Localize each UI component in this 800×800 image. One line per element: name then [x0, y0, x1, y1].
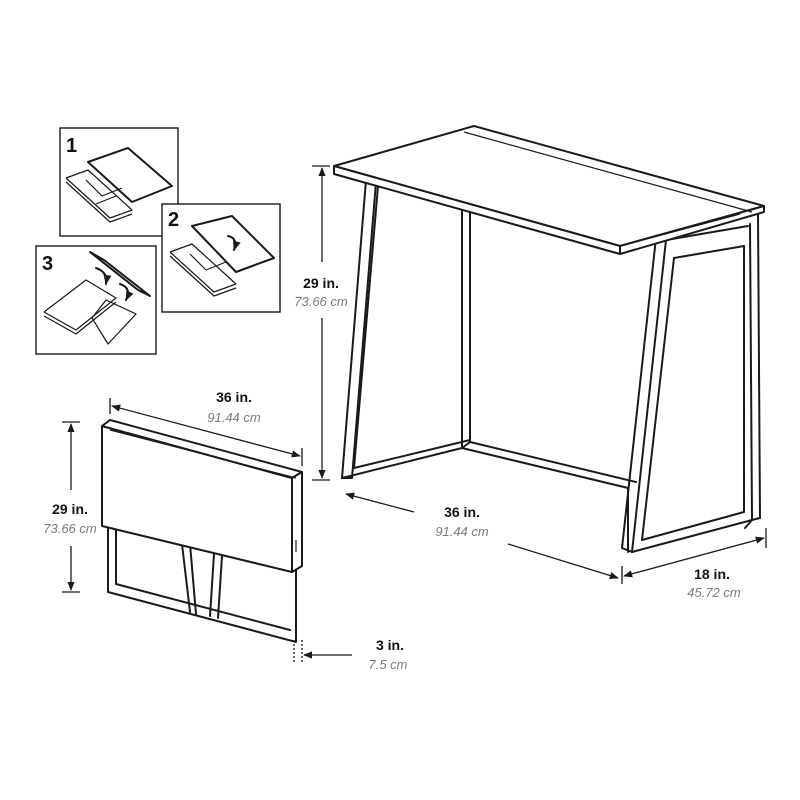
step-2-number: 2 [168, 209, 179, 231]
desk-depth-dimension-line [621, 528, 767, 584]
desk-height-dimension-line [312, 165, 330, 481]
step-3-frame [35, 245, 157, 355]
step-2-unfolding-illustration [169, 215, 275, 297]
desk-depth-metric-label: 45.72 cm [687, 585, 741, 600]
folded-width-dimension-line [109, 398, 303, 466]
step-1-panel: 1 [59, 127, 179, 237]
folded-width-imperial-label: 36 in. [216, 389, 252, 405]
desk-depth-imperial-label: 18 in. [694, 566, 730, 582]
desk-height-imperial-label: 29 in. [303, 275, 339, 291]
folded-height-imperial-label: 29 in. [52, 501, 88, 517]
folded-thickness-imperial-label: 3 in. [376, 637, 404, 653]
desk-width-imperial-label: 36 in. [444, 504, 480, 520]
leg-swing-arrow-icon [119, 283, 134, 301]
rotate-arrow-icon [227, 235, 241, 251]
step-1-folded-desk-illustration [65, 147, 173, 223]
step-1-number: 1 [66, 135, 77, 157]
step-3-panel: 3 [35, 245, 157, 355]
folded-height-metric-label: 73.66 cm [43, 521, 97, 536]
desk-width-metric-label: 91.44 cm [435, 524, 489, 539]
folded-desk-illustration [101, 419, 303, 643]
step-3-number: 3 [42, 253, 53, 275]
unfold-arrow-icon [95, 267, 112, 285]
folded-width-metric-label: 91.44 cm [207, 410, 261, 425]
desk-width-dimension-line [345, 492, 619, 580]
desk-height-metric-label: 73.66 cm [294, 294, 348, 309]
step-2-panel: 2 [161, 203, 281, 313]
desk-illustration [333, 125, 765, 553]
folded-thickness-metric-label: 7.5 cm [368, 657, 407, 672]
step-3-opening-illustration [43, 251, 151, 345]
folded-height-dimension-line [62, 421, 80, 593]
folded-thickness-dimension-line [293, 640, 352, 664]
